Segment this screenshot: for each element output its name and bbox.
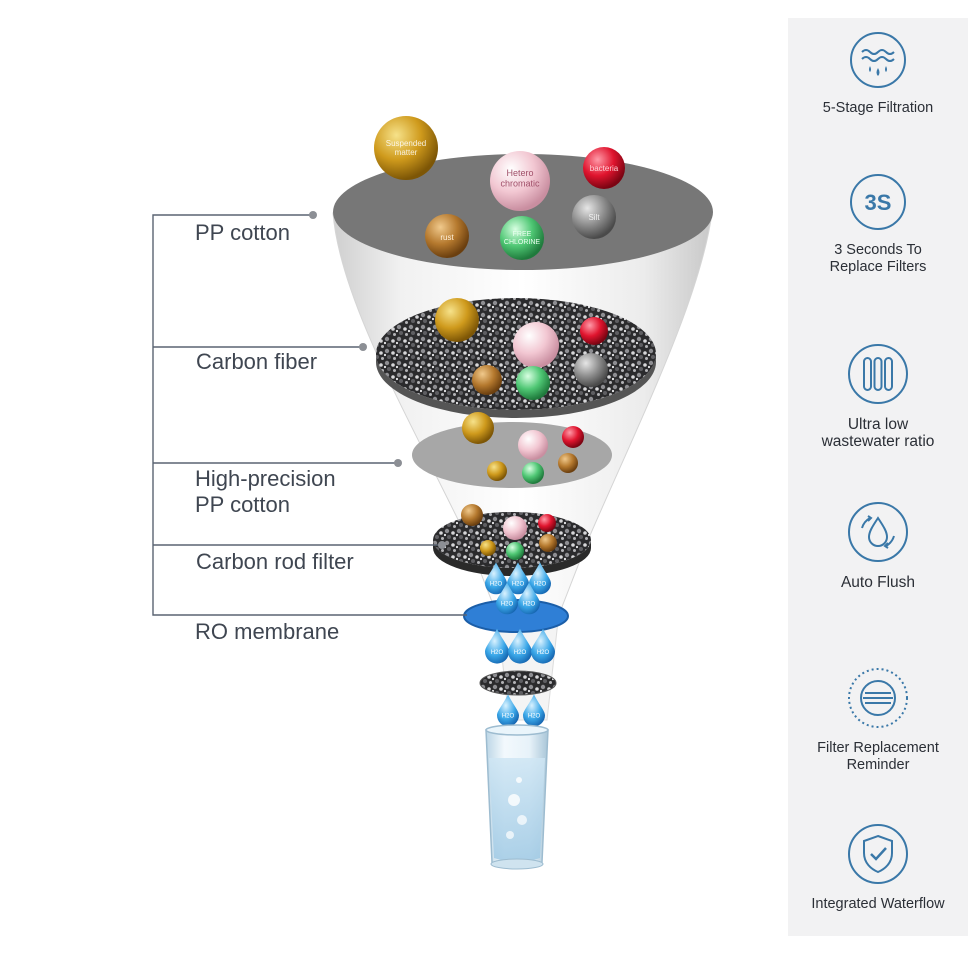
stage2-balls: [435, 298, 608, 400]
stage-label-high-precision-pp-cotton: High-precision PP cotton: [195, 466, 336, 517]
filter-tubes-icon: [848, 344, 908, 404]
drop-label: H2O: [490, 582, 503, 588]
stage3-balls: [462, 412, 584, 484]
water-drop: H2O: [529, 562, 551, 595]
carbon-rod-rim: [433, 540, 591, 576]
high-precision-disc: [412, 422, 612, 488]
ball-label-line: chromatic: [500, 178, 540, 188]
ball-silt: [558, 453, 578, 473]
feature-label: Auto Flush: [840, 574, 916, 591]
ball-rust: rust: [425, 214, 469, 258]
feature-label: 5-Stage Filtration: [822, 100, 934, 116]
drop-label: H2O: [528, 714, 541, 720]
ball-label: Suspended: [386, 139, 426, 148]
ball-bacteria: [562, 426, 584, 448]
feature-3-seconds: 3S 3 Seconds To Replace Filters: [788, 172, 968, 276]
water-drop: H2O: [507, 562, 529, 595]
ball-hetero-chromatic: [518, 430, 548, 460]
ball-rust: [472, 365, 502, 395]
waves-drops-icon: [850, 32, 906, 88]
feature-label: Integrated Waterflow: [811, 896, 945, 912]
water-drop: H2O: [496, 582, 518, 615]
feature-filter-reminder: Filter Replacement Reminder: [788, 666, 968, 774]
ball-hetero-chromatic: [513, 322, 559, 368]
drop-label: H2O: [502, 714, 515, 720]
stage-bracket: [152, 214, 467, 616]
drop-label: H2O: [491, 650, 504, 656]
drop-label: H2O: [514, 650, 527, 656]
feature-label: Ultra low wastewater ratio: [821, 416, 935, 450]
water-drop: H2O: [497, 694, 519, 727]
ball-silt: [574, 353, 608, 387]
ball-free-chlorine: [516, 366, 550, 400]
ball-bacteria: bacteria: [583, 147, 625, 189]
ball-label-line: matter: [395, 148, 418, 157]
shield-check-icon: [848, 824, 908, 884]
ball-bacteria: [580, 317, 608, 345]
water-drop: H2O: [485, 562, 507, 595]
feature-wastewater: Ultra low wastewater ratio: [788, 342, 968, 450]
water-drop: H2O: [508, 628, 532, 664]
stage-label-pp-cotton: PP cotton: [195, 220, 290, 245]
feature-integrated-waterflow: Integrated Waterflow: [788, 822, 968, 913]
ball-suspended-matter: [435, 298, 479, 342]
water-drop: H2O: [523, 694, 545, 727]
filter-reminder-icon: [848, 668, 908, 728]
ball-hetero-chromatic: [503, 516, 527, 540]
ball-label: Hetero: [506, 168, 533, 178]
ball-suspended-matter: [462, 412, 494, 444]
drop-label: H2O: [537, 650, 550, 656]
ball-rust: [487, 461, 507, 481]
feature-label: Filter Replacement Reminder: [817, 740, 939, 773]
ball-label: bacteria: [590, 164, 619, 173]
post-filter-disc: [479, 670, 557, 696]
stage4-balls: [461, 504, 557, 560]
ball-bacteria: [538, 514, 556, 532]
ball-label: FREE: [513, 231, 532, 238]
water-drop: H2O: [485, 628, 509, 664]
feature-5-stage: 5-Stage Filtration: [788, 30, 968, 117]
feature-sidebar: 5-Stage Filtration 3S 3 Seconds To Repla…: [788, 18, 968, 936]
drop-label: H2O: [501, 602, 514, 608]
ball-silt: [539, 534, 557, 552]
feature-auto-flush: Auto Flush: [788, 500, 968, 591]
badge-text: 3S: [865, 190, 892, 215]
water-drop: H2O: [518, 582, 540, 615]
auto-flush-icon: [848, 502, 908, 562]
water-glass: [485, 724, 549, 870]
3s-badge-icon: 3S: [850, 174, 906, 230]
ball-label: Silt: [588, 213, 600, 222]
feature-label: 3 Seconds To Replace Filters: [829, 242, 927, 275]
stage-label-carbon-fiber: Carbon fiber: [196, 349, 318, 374]
drop-label: H2O: [512, 582, 525, 588]
stage-label-carbon-rod-filter: Carbon rod filter: [196, 549, 354, 574]
drop-label: H2O: [523, 602, 536, 608]
ball-suspended-matter: [461, 504, 483, 526]
ball-free-chlorine: [522, 462, 544, 484]
bracket-dots: [309, 211, 446, 549]
ball-label-line: CHLORINE: [504, 239, 541, 246]
water-drops: H2O H2O H2O H2O H2O H2O H2O H2O H2O H2O: [485, 562, 555, 727]
ball-free-chlorine: [506, 542, 524, 560]
stage-label-ro-membrane: RO membrane: [195, 619, 340, 644]
ball-silt: Silt: [572, 195, 616, 239]
water-drop: H2O: [531, 628, 555, 664]
ball-rust: [480, 540, 496, 556]
ball-label: rust: [440, 233, 454, 242]
drop-label: H2O: [534, 582, 547, 588]
